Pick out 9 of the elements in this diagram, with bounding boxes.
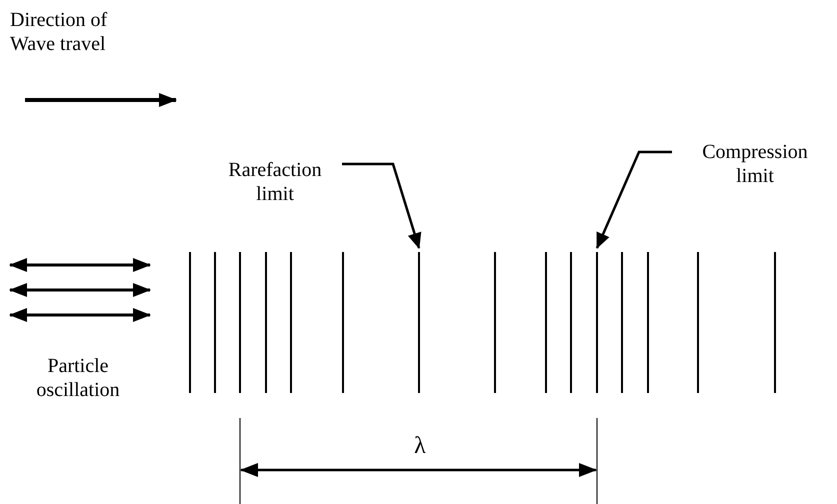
caption-text: Particle oscillation — [35, 354, 121, 402]
leader-arrow — [342, 162, 422, 249]
leader-arrow — [596, 150, 672, 249]
wave-front-line — [596, 252, 598, 393]
callout-label: Rarefaction limit — [215, 158, 335, 206]
caption-text: Direction of Wave travel — [10, 8, 108, 56]
wavelength-symbol: λ — [413, 434, 427, 458]
wave-front-line — [418, 252, 420, 393]
callout-label: Compression limit — [695, 140, 815, 188]
